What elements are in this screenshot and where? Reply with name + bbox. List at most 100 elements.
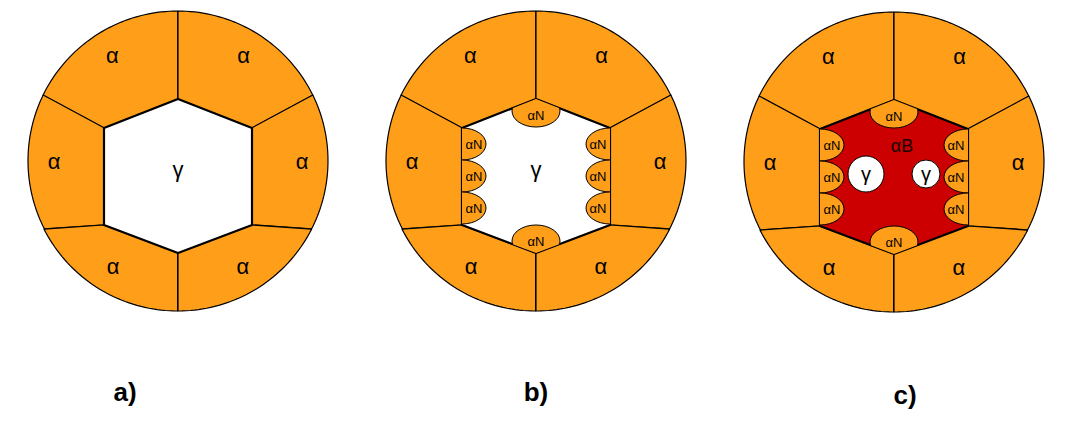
ferrite-nodule-shape xyxy=(796,129,844,161)
phase-label: αN xyxy=(948,203,965,216)
phase-label: α xyxy=(595,45,608,67)
ferrite-nodule-shape xyxy=(944,161,992,193)
ferrite-nodule-shape xyxy=(438,192,486,224)
ferrite-nodule: αN xyxy=(867,223,921,261)
phase-label: αN xyxy=(886,236,903,249)
phase-label: αN xyxy=(528,235,545,248)
alpha-grain-outline xyxy=(741,93,823,233)
alpha-grain-shape xyxy=(252,95,328,229)
phase-label: α xyxy=(406,151,419,173)
phase-label: αN xyxy=(528,109,545,122)
alpha-grain-outline xyxy=(383,92,465,232)
alpha-grain-shape xyxy=(386,95,462,229)
alpha-grain: α xyxy=(965,93,1047,233)
ferrite-nodule-shape xyxy=(586,160,634,192)
ferrite-nodule-shape xyxy=(512,225,560,257)
phase-label: αN xyxy=(590,170,607,183)
phase-label: α xyxy=(822,46,835,68)
phase-label: γ xyxy=(531,159,542,181)
panel-label: c) xyxy=(893,382,916,408)
ferrite-nodule: αN xyxy=(509,222,563,260)
phase-label: α xyxy=(48,151,61,173)
phase-label: α xyxy=(654,151,667,173)
ferrite-nodule: αN xyxy=(583,125,637,163)
phase-label: γ xyxy=(921,164,931,184)
alpha-grain-shape xyxy=(610,95,686,229)
panel-label: b) xyxy=(524,379,549,405)
phase-label: αN xyxy=(948,139,965,152)
alpha-grain: α xyxy=(25,92,107,232)
ferrite-nodule-shape xyxy=(870,96,918,128)
ferrite-nodule: αN xyxy=(583,189,637,227)
phase-label: αN xyxy=(466,170,483,183)
ferrite-nodule: αN xyxy=(793,158,847,196)
phase-label: αN xyxy=(948,171,965,184)
phase-label: α xyxy=(296,151,309,173)
austenite-island: γ xyxy=(845,153,887,195)
alpha-grain-outline xyxy=(249,92,331,232)
alpha-grain: α xyxy=(249,92,331,232)
phase-label: αN xyxy=(886,110,903,123)
alpha-grain-shape xyxy=(28,95,104,229)
ferrite-nodule-shape xyxy=(870,226,918,258)
phase-label: αN xyxy=(466,138,483,151)
austenite-island-shape xyxy=(912,160,940,188)
phase-label: α xyxy=(1012,152,1025,174)
phase-label: α xyxy=(465,256,478,278)
ferrite-nodule-shape xyxy=(586,192,634,224)
phase-label: α xyxy=(953,46,966,68)
ferrite-nodule: αN xyxy=(793,126,847,164)
ferrite-nodule-shape xyxy=(586,128,634,160)
phase-label: α xyxy=(594,256,607,278)
ferrite-nodule-shape xyxy=(796,193,844,225)
ferrite-nodule-shape xyxy=(512,95,560,127)
phase-label: α xyxy=(464,45,477,67)
austenite-grain-shape xyxy=(104,99,252,253)
phase-label: γ xyxy=(861,164,871,184)
phase-label: αN xyxy=(824,139,841,152)
ferrite-nodule-shape xyxy=(944,129,992,161)
ferrite-nodule: αN xyxy=(867,93,921,131)
phase-label: αN xyxy=(590,202,607,215)
bainite-region: αB αN αN αN αN αN αN αN αN γ γ xyxy=(817,97,971,257)
phase-label: α xyxy=(764,152,777,174)
ferrite-nodule: αN xyxy=(941,190,995,228)
ferrite-nodule-shape xyxy=(438,160,486,192)
ferrite-nodule: αN xyxy=(435,157,489,195)
phase-label: α xyxy=(236,256,249,278)
ferrite-nodule: αN xyxy=(941,126,995,164)
ferrite-nodule-shape xyxy=(438,128,486,160)
panel-label: a) xyxy=(113,379,136,405)
phase-label: α xyxy=(107,256,120,278)
ferrite-nodule-shape xyxy=(796,161,844,193)
ferrite-nodule: αN xyxy=(435,189,489,227)
alpha-grain-shape xyxy=(968,96,1044,230)
ferrite-nodule-shape xyxy=(944,193,992,225)
phase-label: αN xyxy=(824,171,841,184)
alpha-grain-shape xyxy=(744,96,820,230)
ferrite-nodule: αN xyxy=(509,92,563,130)
alpha-grain-outline xyxy=(607,92,689,232)
phase-label: αN xyxy=(590,138,607,151)
alpha-grain: α xyxy=(741,93,823,233)
phase-label: γ xyxy=(173,159,184,181)
phase-label: α xyxy=(106,45,119,67)
austenite-grain: γ αN αN αN αN αN αN αN αN xyxy=(459,96,613,256)
phase-label: αB xyxy=(891,137,913,155)
ferrite-nodule: αN xyxy=(435,125,489,163)
phase-label: αN xyxy=(466,202,483,215)
alpha-grain: α xyxy=(383,92,465,232)
ferrite-nodule: αN xyxy=(941,158,995,196)
phase-label: α xyxy=(823,257,836,279)
ferrite-nodule: αN xyxy=(793,190,847,228)
alpha-grain: α xyxy=(607,92,689,232)
ferrite-nodule: αN xyxy=(583,157,637,195)
austenite-island-shape xyxy=(848,156,884,192)
phase-label: α xyxy=(952,257,965,279)
phase-label: αN xyxy=(824,203,841,216)
alpha-grain-outline xyxy=(25,92,107,232)
austenite-island: γ xyxy=(909,157,943,191)
austenite-grain: γ xyxy=(101,96,255,256)
alpha-grain-outline xyxy=(965,93,1047,233)
